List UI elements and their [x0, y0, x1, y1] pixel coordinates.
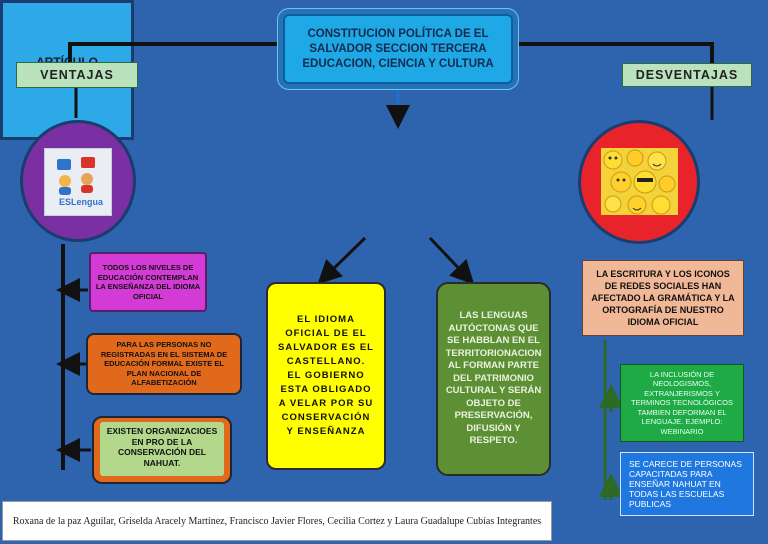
ventaja-item-2: PARA LAS PERSONAS NO REGISTRADAS EN EL S…	[86, 333, 242, 395]
ventaja-item-3: EXISTEN ORGANIZACIOES EN PRO DE LA CONSE…	[100, 422, 224, 476]
desventaja-item-3: SE CARECE DE PERSONAS CAPACITADAS PARA E…	[620, 452, 754, 516]
desventaja-item-1: LA ESCRITURA Y LOS ICONOS DE REDES SOCIA…	[582, 260, 744, 336]
ventajas-label: VENTAJAS	[16, 62, 138, 88]
articulo-item-2: LAS LENGUAS AUTÓCTONAS QUE SE HABBLAN EN…	[436, 282, 551, 476]
authors-footer: Roxana de la paz Aguilar, Griselda Arace…	[2, 501, 552, 541]
desventajas-label: DESVENTAJAS	[622, 63, 752, 87]
logo-text: ESLengua	[59, 197, 104, 207]
desventaja-item-2: LA INCLUSIÓN DE NEOLOGISMOS, EXTRANJERIS…	[620, 364, 744, 442]
ventaja-item-1: TODOS LOS NIVELES DE EDUCACIÓN CONTEMPLA…	[89, 252, 207, 312]
emoji-collage	[601, 148, 678, 215]
eslengua-logo: ESLengua	[44, 148, 112, 216]
map-title: CONSTITUCION POLÍTICA DE EL SALVADOR SEC…	[283, 14, 513, 84]
articulo-item-1: EL IDIOMA OFICIAL DE EL SALVADOR ES EL C…	[266, 282, 386, 470]
ventaja-item-3-frame: EXISTEN ORGANIZACIOES EN PRO DE LA CONSE…	[92, 416, 232, 484]
